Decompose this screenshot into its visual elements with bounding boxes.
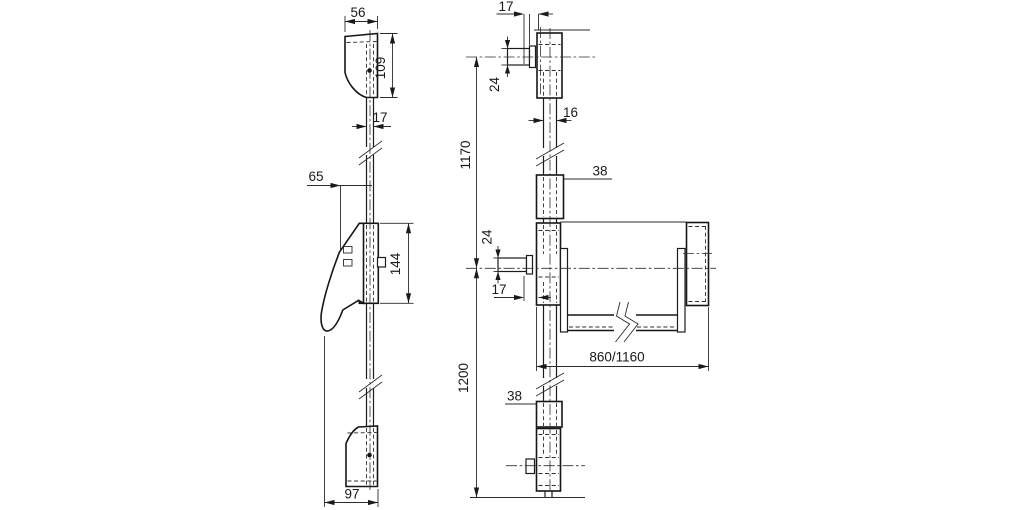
push-lever-blade [320, 222, 365, 332]
pivot-mark-upper [343, 246, 353, 254]
dim-label-16: 16 [563, 105, 578, 120]
dim-label-1170: 1170 [458, 140, 473, 169]
dim-label-17-top: 17 [498, 0, 513, 14]
dim-top-latch-width: 24 [487, 36, 511, 93]
dim-label-56: 56 [350, 5, 365, 20]
top-cap-side [344, 32, 379, 99]
dim-upper-guide: 38 [563, 164, 612, 180]
dim-bar-length: 860/1160 [536, 307, 709, 371]
dim-upper-rod-length: 1170 [458, 57, 480, 269]
dim-pad-projection: 65 [307, 169, 372, 250]
bottom-cap-side [345, 425, 379, 488]
bar-break-mark [615, 301, 639, 343]
pivot-mark-lower [343, 259, 353, 267]
vertical-rod-front [542, 98, 558, 498]
spindle-square [376, 256, 387, 268]
center-case-front [535, 222, 562, 306]
rod-break-marks-side [358, 140, 383, 400]
dim-label-24-top: 24 [487, 77, 502, 93]
dim-cap-height: 109 [373, 33, 398, 98]
dim-label-109: 109 [373, 57, 388, 80]
vertical-rod-side [365, 97, 375, 427]
screw-dot-top [367, 68, 372, 73]
dim-cap-width: 56 [344, 5, 378, 32]
lower-rod-guide [535, 400, 563, 428]
bottom-latch [525, 458, 536, 475]
top-cap-front [536, 27, 563, 99]
screw-dot-bottom [367, 452, 372, 458]
dim-case-height: 144 [380, 222, 414, 304]
dim-label-17-mid: 17 [491, 282, 506, 297]
bar-bracket-right [676, 247, 686, 333]
dim-label-38-lower: 38 [507, 389, 522, 404]
dim-label-38-upper: 38 [592, 164, 607, 179]
dim-top-latch-throw: 17 [496, 0, 553, 64]
dim-rod-width-side: 17 [352, 110, 391, 130]
dim-label-bar-length: 860/1160 [589, 350, 644, 365]
dim-label-97: 97 [344, 487, 359, 502]
touch-bar [567, 314, 678, 332]
dim-lower-guide: 38 [505, 389, 537, 405]
dim-label-1200: 1200 [456, 363, 471, 393]
bar-bracket-left [559, 247, 569, 333]
lever-case-side [320, 222, 387, 332]
middle-latch [497, 254, 534, 275]
dim-label-65: 65 [308, 169, 323, 184]
dim-rod-width-front: 16 [528, 105, 578, 124]
dim-mid-latch-throw: 17 [491, 276, 551, 301]
push-bar-assembly [559, 221, 712, 343]
side-view: 56 109 17 65 [307, 5, 414, 507]
dim-label-24-mid: 24 [480, 229, 495, 245]
dim-label-17-side: 17 [372, 110, 387, 125]
dim-lower-rod-length: 1200 [456, 268, 480, 498]
end-cap [683, 221, 712, 307]
dim-max-projection: 97 [324, 336, 379, 507]
dim-mid-latch-width: 24 [480, 229, 501, 284]
front-view: 17 24 16 1170 [456, 0, 716, 498]
bottom-cap-front [535, 427, 562, 492]
dim-label-144: 144 [388, 252, 403, 275]
